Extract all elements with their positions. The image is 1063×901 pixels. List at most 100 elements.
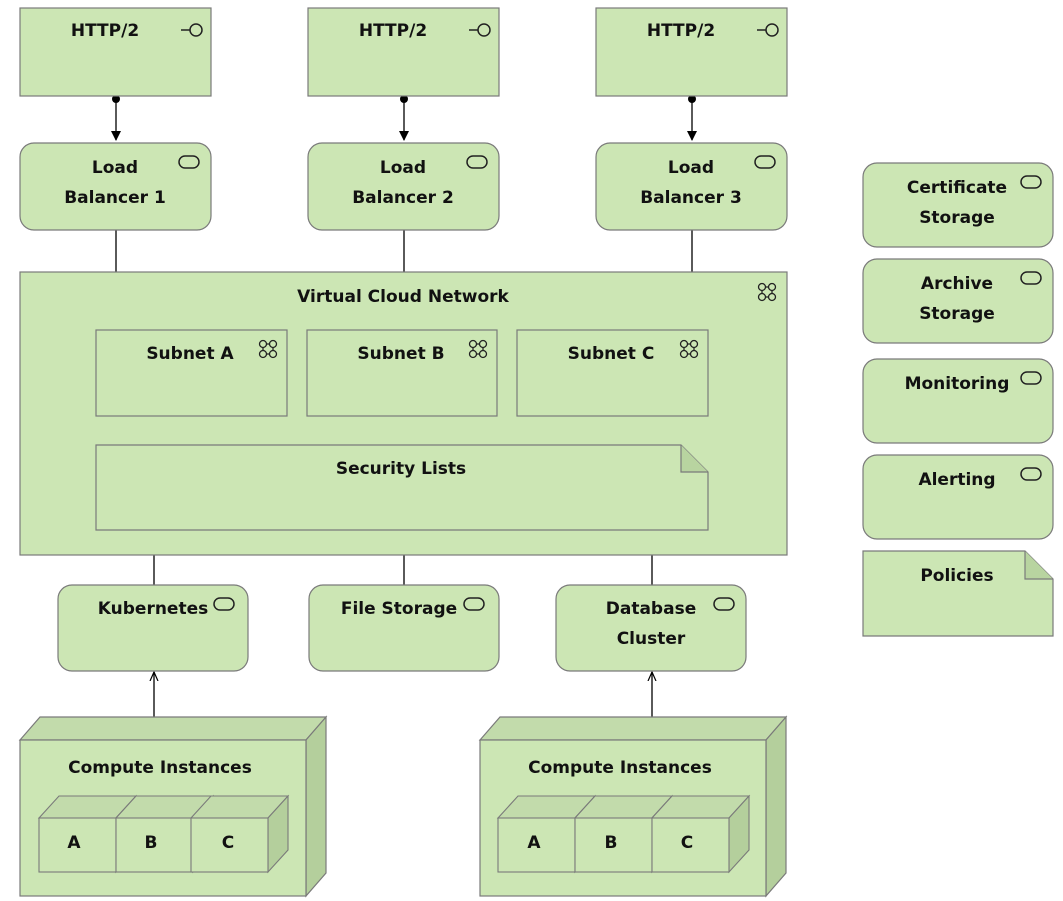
interface-lollipop-icon bbox=[469, 23, 491, 37]
service-label-line1: Load bbox=[380, 158, 426, 178]
subnet-box bbox=[306, 329, 498, 417]
load-balancer-3[interactable]: Load Balancer 3 bbox=[595, 142, 788, 231]
monitoring-service[interactable]: Monitoring bbox=[862, 358, 1054, 444]
subnet-label: Subnet C bbox=[568, 344, 655, 364]
interface-http2-1[interactable]: HTTP/2 bbox=[19, 7, 212, 97]
service-label-line2: Balancer 2 bbox=[352, 188, 454, 208]
node-top bbox=[18, 716, 328, 741]
service-box bbox=[308, 584, 500, 672]
load-balancer-2[interactable]: Load Balancer 2 bbox=[307, 142, 500, 231]
service-icon bbox=[1020, 175, 1042, 189]
network-icon bbox=[258, 339, 278, 359]
service-icon bbox=[463, 597, 485, 611]
subnet-a[interactable]: Subnet A bbox=[95, 329, 288, 417]
subnet-box bbox=[95, 329, 288, 417]
representation-shape bbox=[95, 444, 709, 531]
compute-node-b[interactable]: B bbox=[114, 794, 215, 874]
service-label: Monitoring bbox=[905, 374, 1010, 394]
service-box bbox=[307, 142, 500, 231]
compute-title: Compute Instances bbox=[68, 758, 252, 778]
service-label-line2: Cluster bbox=[617, 629, 686, 649]
service-icon bbox=[213, 597, 235, 611]
subnet-c[interactable]: Subnet C bbox=[516, 329, 709, 417]
security-lists[interactable]: Security Lists bbox=[95, 444, 709, 531]
service-box bbox=[862, 162, 1054, 248]
interface-label: HTTP/2 bbox=[647, 21, 715, 41]
connectors bbox=[111, 95, 697, 717]
representation-shape bbox=[862, 550, 1054, 637]
security-lists-label: Security Lists bbox=[336, 459, 466, 479]
service-label-line1: Load bbox=[668, 158, 714, 178]
compute-node-label: B bbox=[145, 833, 158, 853]
service-label-line1: Database bbox=[606, 599, 696, 619]
service-icon bbox=[754, 155, 776, 169]
service-label: Kubernetes bbox=[98, 599, 208, 619]
node-side bbox=[765, 715, 787, 898]
network-icon bbox=[757, 282, 777, 302]
database-cluster-service[interactable]: Database Cluster bbox=[555, 584, 747, 672]
certificate-storage-service[interactable]: Certificate Storage bbox=[862, 162, 1054, 248]
subnet-box bbox=[516, 329, 709, 417]
service-label-line1: Certificate bbox=[907, 178, 1007, 198]
node-top bbox=[478, 716, 788, 741]
assignment-dot-3 bbox=[688, 95, 696, 103]
file-storage-service[interactable]: File Storage bbox=[308, 584, 500, 672]
service-box bbox=[57, 584, 249, 672]
assignment-dot-1 bbox=[112, 95, 120, 103]
service-label-line2: Balancer 1 bbox=[64, 188, 166, 208]
cube-front bbox=[574, 817, 653, 873]
service-label-line2: Storage bbox=[919, 304, 995, 324]
policies-representation[interactable]: Policies bbox=[862, 550, 1054, 637]
compute-node-label: C bbox=[222, 833, 234, 853]
service-box bbox=[555, 584, 747, 672]
load-balancer-1[interactable]: Load Balancer 1 bbox=[19, 142, 212, 231]
service-icon bbox=[713, 597, 735, 611]
archive-storage-service[interactable]: Archive Storage bbox=[862, 258, 1054, 344]
policies-label: Policies bbox=[920, 566, 993, 586]
alerting-service[interactable]: Alerting bbox=[862, 454, 1054, 540]
interface-lollipop-icon bbox=[757, 23, 779, 37]
service-label-line1: Archive bbox=[921, 274, 993, 294]
page-fold-icon bbox=[1024, 551, 1053, 580]
service-icon bbox=[466, 155, 488, 169]
page-fold-icon bbox=[680, 445, 708, 473]
assignment-dot-2 bbox=[400, 95, 408, 103]
compute-node-label: A bbox=[67, 833, 81, 853]
network-title: Virtual Cloud Network bbox=[297, 287, 509, 307]
service-label-line2: Balancer 3 bbox=[640, 188, 742, 208]
subnet-b[interactable]: Subnet B bbox=[306, 329, 498, 417]
compute-instances-left[interactable]: Compute Instances A B C bbox=[18, 715, 328, 898]
compute-node-label: B bbox=[605, 833, 618, 853]
cube-front bbox=[115, 817, 194, 873]
subnet-label: Subnet A bbox=[146, 344, 234, 364]
compute-title: Compute Instances bbox=[528, 758, 712, 778]
compute-node-c[interactable]: C bbox=[189, 794, 290, 874]
service-box bbox=[19, 142, 212, 231]
interface-label: HTTP/2 bbox=[71, 21, 139, 41]
virtual-cloud-network[interactable]: Virtual Cloud Network Subnet A Subnet B bbox=[19, 271, 788, 556]
network-icon bbox=[679, 339, 699, 359]
interface-http2-2[interactable]: HTTP/2 bbox=[307, 7, 500, 97]
service-label-line1: Load bbox=[92, 158, 138, 178]
service-box bbox=[862, 258, 1054, 344]
service-box bbox=[862, 358, 1054, 444]
kubernetes-service[interactable]: Kubernetes bbox=[57, 584, 249, 672]
interface-box bbox=[19, 7, 212, 97]
subnet-label: Subnet B bbox=[357, 344, 444, 364]
service-icon bbox=[1020, 371, 1042, 385]
compute-node-a[interactable]: A bbox=[496, 794, 597, 874]
interface-box bbox=[595, 7, 788, 97]
interface-http2-3[interactable]: HTTP/2 bbox=[595, 7, 788, 97]
cube-front bbox=[190, 817, 269, 873]
service-label-line2: Storage bbox=[919, 208, 995, 228]
service-icon bbox=[1020, 467, 1042, 481]
network-icon bbox=[468, 339, 488, 359]
service-box bbox=[862, 454, 1054, 540]
compute-node-label: C bbox=[681, 833, 693, 853]
compute-node-c[interactable]: C bbox=[650, 794, 751, 874]
compute-instances-right[interactable]: Compute Instances A B C bbox=[478, 715, 788, 898]
interface-lollipop-icon bbox=[181, 23, 203, 37]
interface-box bbox=[307, 7, 500, 97]
cube-front bbox=[651, 817, 730, 873]
